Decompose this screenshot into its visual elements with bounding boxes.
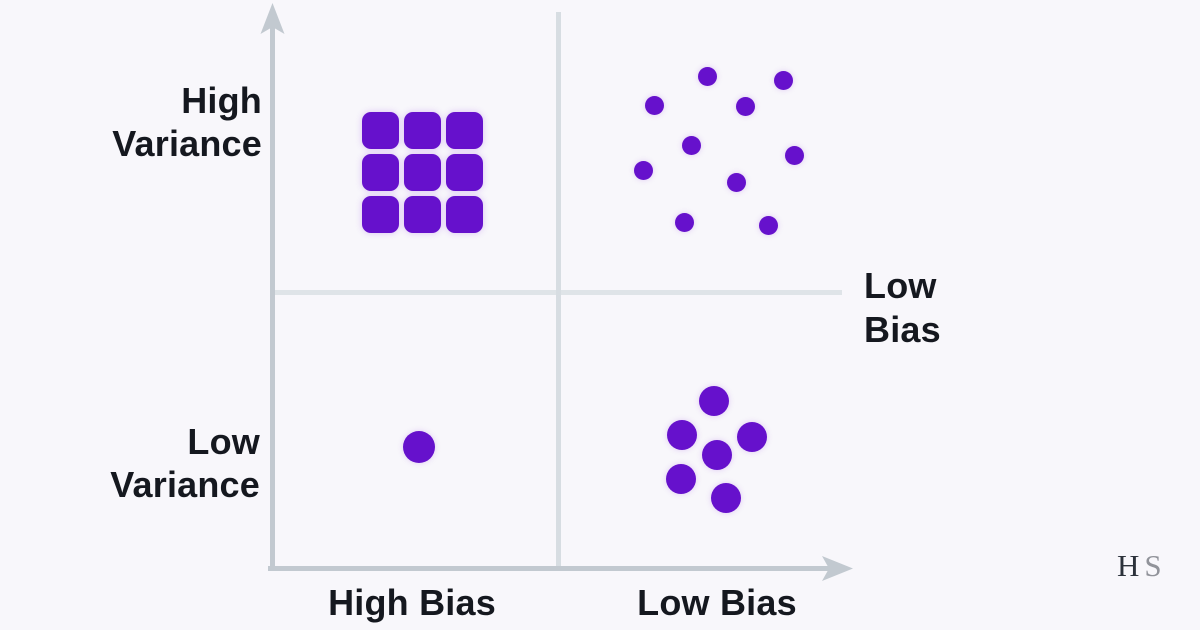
hs-logo-letter-s: S <box>1144 548 1167 583</box>
estimate-dot <box>666 464 696 494</box>
estimate-square <box>446 196 483 233</box>
estimate-dot <box>737 422 767 452</box>
label-high-bias-bottom: High Bias <box>328 582 496 623</box>
label-high-variance-line2: Variance <box>112 123 262 164</box>
estimate-dot <box>403 431 435 463</box>
estimate-dot <box>773 70 793 90</box>
estimate-dot <box>681 135 701 155</box>
estimate-square <box>404 154 441 191</box>
estimate-square <box>404 112 441 149</box>
label-low-bias-right-line2: Bias <box>864 309 941 350</box>
label-low-variance-line2: Variance <box>110 464 260 505</box>
estimate-dot <box>644 95 664 115</box>
x-axis-arrow-icon <box>822 556 853 581</box>
label-high-variance-line1: High <box>181 80 262 121</box>
estimate-dot <box>735 96 755 116</box>
estimate-square <box>446 112 483 149</box>
estimate-dot <box>699 386 729 416</box>
estimate-square <box>362 112 399 149</box>
estimate-dot <box>726 172 746 192</box>
estimate-square <box>362 196 399 233</box>
estimate-dot <box>758 215 778 235</box>
estimate-dot <box>784 145 804 165</box>
estimate-square <box>446 154 483 191</box>
label-low-bias-bottom: Low Bias <box>637 582 797 623</box>
estimate-dot <box>697 66 717 86</box>
estimate-dot <box>667 420 697 450</box>
hs-logo: HS <box>1117 549 1167 583</box>
estimate-dot <box>711 483 741 513</box>
estimate-square <box>362 154 399 191</box>
label-low-variance-line1: Low <box>187 421 260 462</box>
estimate-dot <box>633 160 653 180</box>
estimate-dot <box>702 440 732 470</box>
estimate-dot <box>674 212 694 232</box>
label-low-bias-right-line1: Low <box>864 265 937 306</box>
estimate-square <box>404 196 441 233</box>
y-axis-arrow-icon <box>260 3 285 34</box>
hs-logo-letter-h: H <box>1117 548 1145 583</box>
